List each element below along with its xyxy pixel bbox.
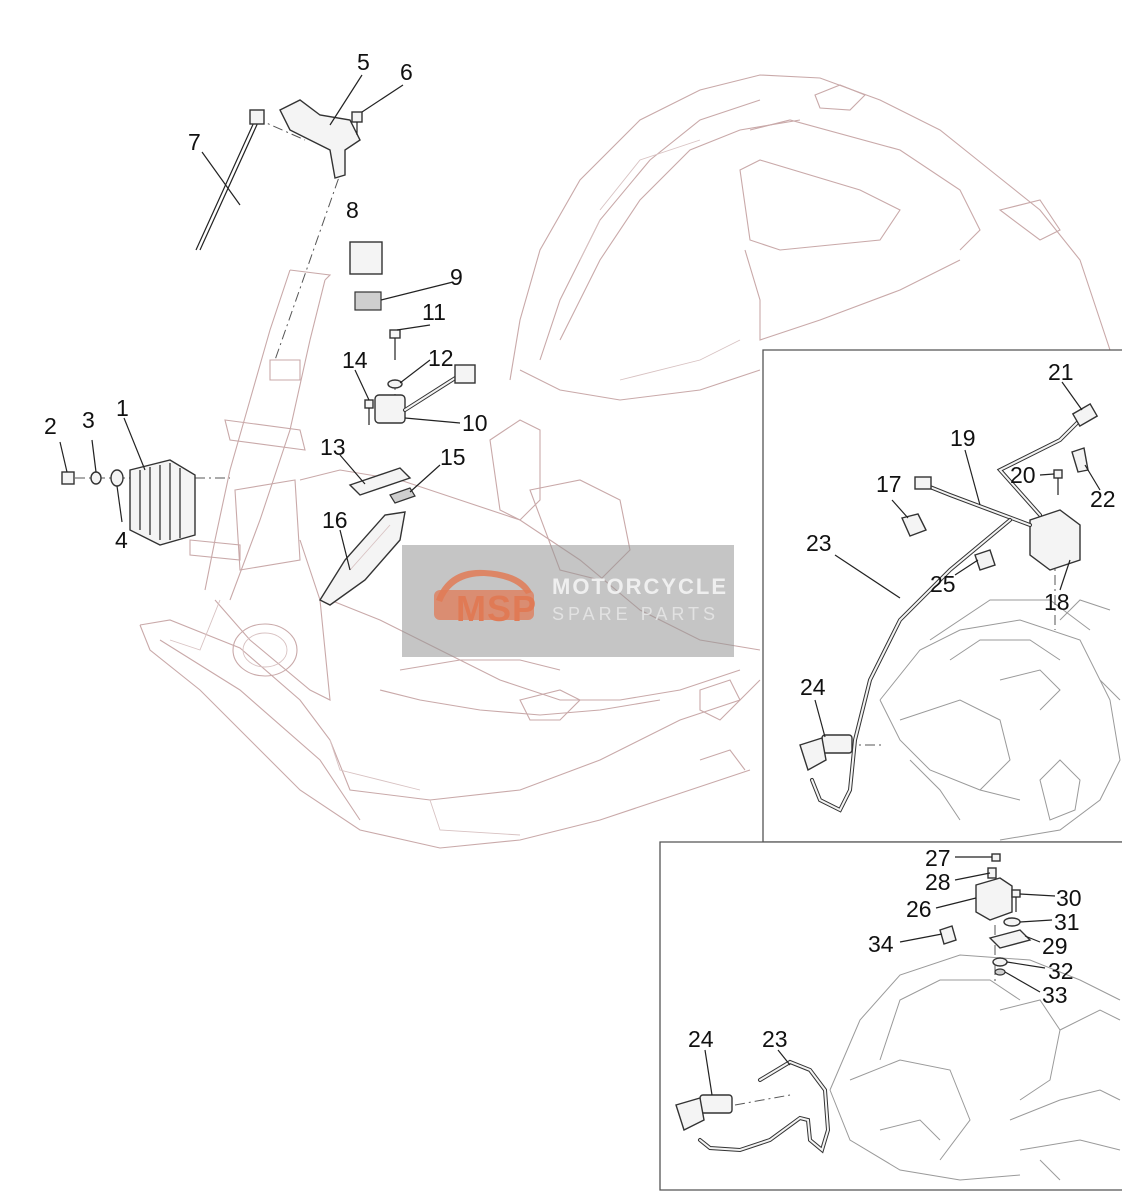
callout-label: 8	[346, 197, 359, 223]
callout-label: 23	[806, 530, 832, 556]
callout-label: 11	[422, 299, 446, 325]
callout-label: 6	[400, 59, 413, 85]
callout-label: 7	[188, 129, 201, 155]
callout-label: 16	[322, 507, 348, 533]
callout-label: 24	[800, 674, 826, 700]
callout-label: 4	[115, 527, 128, 553]
inset-box-ignition	[762, 349, 1122, 843]
callout-label: 29	[1042, 933, 1068, 959]
callout-label: 18	[1044, 589, 1070, 615]
callout-label: 9	[450, 264, 463, 290]
starter-relay-part	[975, 877, 1013, 921]
msp-logo-icon	[434, 569, 534, 620]
watermark-logo-text: MSP	[456, 588, 538, 629]
rubber-holder-part	[354, 291, 382, 311]
screw-part	[61, 471, 75, 485]
cover-plate-part	[318, 511, 406, 606]
scooter-body-frame	[139, 74, 1111, 849]
callout-label: 22	[1090, 486, 1116, 512]
speed-sensor-part	[799, 734, 853, 772]
watermark-subtitle: SPARE PARTS	[552, 604, 720, 624]
callout-label: 31	[1054, 909, 1080, 935]
callout-label: 33	[1042, 982, 1068, 1008]
callout-label: 19	[950, 425, 976, 451]
relay-part	[349, 241, 383, 275]
watermark-title: MOTORCYCLE	[552, 574, 729, 599]
speed-sensor-part-lower	[675, 1094, 733, 1131]
callout-label: 13	[320, 434, 346, 460]
sensor-part	[374, 394, 406, 424]
mounting-bracket-part	[279, 99, 361, 179]
voltage-regulator-part	[129, 459, 196, 546]
callout-label: 25	[930, 571, 956, 597]
callout-label: 2	[44, 413, 57, 439]
callout-label: 32	[1048, 958, 1074, 984]
callout-label: 26	[906, 896, 932, 922]
callout-label: 30	[1056, 885, 1082, 911]
callout-label: 23	[762, 1026, 788, 1052]
cable-tie-part	[199, 117, 261, 251]
plate-bracket-part	[348, 467, 412, 496]
callout-numbers: 1 2 3 4 5 6 7 8 9 10 11 12 13 14 15 16 1…	[44, 49, 1116, 1052]
callout-label: 34	[868, 931, 894, 957]
callout-label: 12	[428, 345, 454, 371]
callout-label: 15	[440, 444, 466, 470]
callout-label: 21	[1048, 359, 1074, 385]
callout-label: 17	[876, 471, 902, 497]
callout-label: 24	[688, 1026, 714, 1052]
left-exploded-parts	[61, 99, 476, 606]
callout-label: 20	[1010, 462, 1036, 488]
callout-label: 3	[82, 407, 95, 433]
callout-label: 14	[342, 347, 368, 373]
inset-box-starter	[659, 841, 1122, 1191]
callout-label: 27	[925, 845, 951, 871]
leader-lines	[59, 74, 1101, 1096]
ignition-coil-part	[1029, 509, 1081, 571]
callout-label: 28	[925, 869, 951, 895]
callout-label: 5	[357, 49, 370, 75]
callout-label: 10	[462, 410, 488, 436]
callout-label: 1	[116, 395, 129, 421]
